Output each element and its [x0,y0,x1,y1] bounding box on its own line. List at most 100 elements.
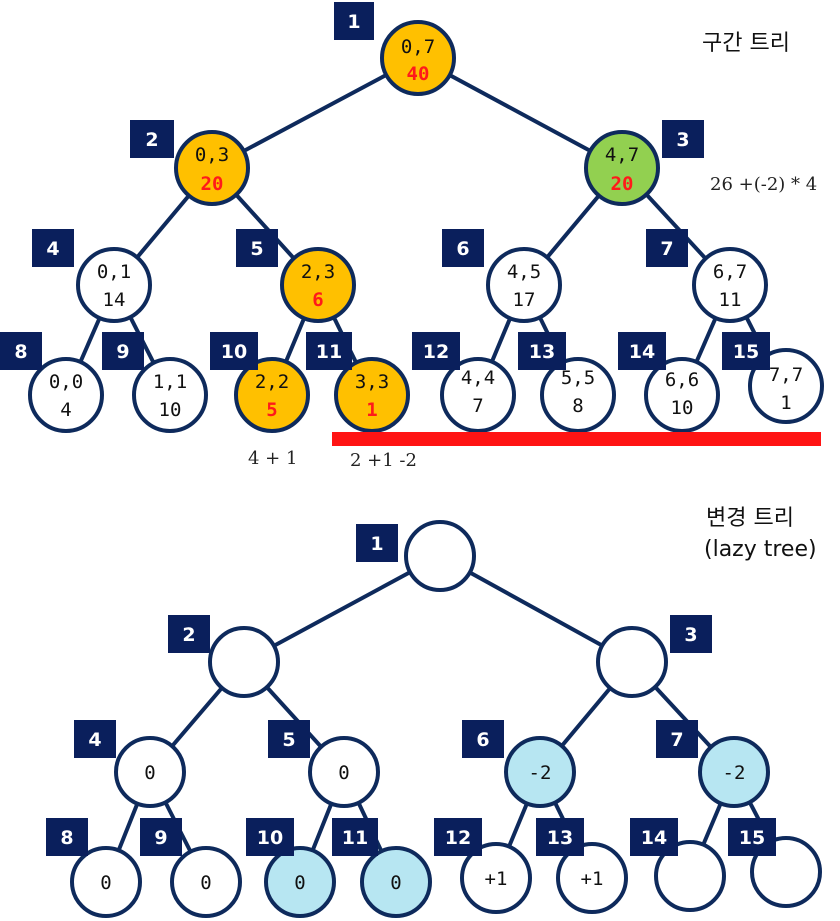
seg-node-9-range: 1,1 [153,371,187,393]
seg-node-2: 0,3 20 [174,130,250,206]
lazy-node-9: 0 [170,846,242,918]
segment-tree: 구간 트리 0,7 40 0,3 20 [0,2,824,471]
seg-node-14: 6,6 10 [644,357,720,433]
lazy-index-8-box [46,818,88,856]
lazy-edge-1-2 [243,554,441,664]
lazy-node-11-circle [360,846,432,918]
lazy-index-12-box [434,818,482,856]
seg-index-2: 2 [130,120,174,158]
lazy-node-5-value: 0 [338,762,349,784]
lazy-node-7-circle [698,736,770,808]
seg-node-13-range: 5,5 [561,367,595,389]
seg-node-15-range: 7,7 [769,364,803,386]
lazy-index-8: 8 [46,818,88,856]
lazy-edge-1-3 [439,554,633,664]
seg-index-15-box [722,332,770,370]
lazy-index-14-box [630,818,678,856]
seg-index-3-text: 3 [676,129,689,151]
seg-index-14-box [618,332,666,370]
lazy-node-7-value: -2 [723,762,746,784]
seg-node-8: 0,0 4 [28,357,104,433]
lazy-index-7-text: 7 [670,729,683,751]
seg-index-11: 11 [306,332,352,370]
seg-index-4-box [32,229,74,267]
lazy-index-15: 15 [728,818,776,856]
lazy-node-11-value: 0 [390,872,401,894]
lazy-node-10-circle [264,846,336,918]
seg-index-10: 10 [210,332,258,370]
seg-node-11: 3,3 1 [334,357,410,433]
lazy-index-14: 14 [630,818,678,856]
seg-node-3-range: 4,7 [605,144,639,166]
seg-node-11-value: 1 [366,399,377,421]
lazy-index-15-text: 15 [739,827,765,849]
seg-node-11-range: 3,3 [355,371,389,393]
lazy-node-10-value: 0 [294,872,305,894]
seg-index-11-text: 11 [316,341,342,363]
lazy-node-12-circle [460,842,532,914]
lazy-node-13-value: +1 [581,868,604,890]
lazy-node-1-circle [404,520,476,592]
lazy-node-6-circle [504,736,576,808]
seg-node-6: 4,5 17 [486,247,562,323]
seg-index-4-text: 4 [46,238,59,260]
seg-node-3: 4,7 20 [584,130,660,206]
lazy-index-15-box [728,818,776,856]
lazy-node-14 [654,840,726,912]
lazy-index-5-box [268,720,310,758]
seg-node-14-range: 6,6 [665,369,699,391]
lazy-node-1 [404,520,476,592]
lazy-index-5: 5 [268,720,310,758]
lazy-node-11: 0 [360,846,432,918]
seg-node-8-value: 4 [60,399,71,421]
lazy-index-13-box [536,818,584,856]
seg-index-9: 9 [102,332,144,370]
seg-node-5-range: 2,3 [301,261,335,283]
seg-node-8-circle [28,357,104,433]
seg-node-7-circle [692,247,768,323]
segment-tree-title: 구간 트리 [702,31,790,56]
seg-node-4: 0,1 14 [76,247,152,323]
lazy-index-6-text: 6 [476,729,489,751]
lazy-tree-index-labels: 1 2 3 4 5 6 7 8 9 10 11 12 13 14 15 [46,524,776,856]
lazy-node-12: +1 [460,842,532,914]
lazy-index-9: 9 [140,818,182,856]
lazy-index-6-box [462,720,504,758]
seg-index-15-text: 15 [733,341,759,363]
lazy-index-3: 3 [670,615,712,653]
seg-index-9-text: 9 [116,341,129,363]
seg-index-5: 5 [236,229,278,267]
seg-index-12-text: 12 [423,341,449,363]
seg-index-9-box [102,332,144,370]
seg-node-2-value: 20 [201,173,224,195]
lazy-index-10: 10 [246,818,294,856]
seg-index-6-box [442,229,484,267]
lazy-node-8-circle [70,846,142,918]
seg-index-8: 8 [0,332,42,370]
lazy-index-7: 7 [656,720,698,758]
note-node-10: 4 + 1 [248,448,297,469]
lazy-index-9-text: 9 [154,827,167,849]
seg-index-1-text: 1 [347,11,360,33]
seg-node-1-circle [380,20,456,96]
seg-index-15: 15 [722,332,770,370]
lazy-node-3-circle [596,626,668,698]
lazy-index-11: 11 [332,818,378,856]
lazy-node-9-value: 0 [200,872,211,894]
lazy-index-6: 6 [462,720,504,758]
seg-node-10-value: 5 [266,399,277,421]
lazy-node-5-circle [308,736,380,808]
lazy-index-11-text: 11 [342,827,368,849]
lazy-index-2-text: 2 [182,624,195,646]
seg-node-12-value: 7 [472,395,483,417]
seg-index-3-box [662,120,704,158]
lazy-node-4: 0 [114,736,186,808]
seg-node-4-circle [76,247,152,323]
seg-index-10-box [210,332,258,370]
lazy-index-7-box [656,720,698,758]
segment-tree-index-labels: 1 2 3 4 5 6 7 8 9 10 11 12 13 14 15 [0,2,770,370]
seg-edge-1-3 [417,56,623,170]
lazy-index-13-text: 13 [547,827,573,849]
seg-node-14-circle [644,357,720,433]
